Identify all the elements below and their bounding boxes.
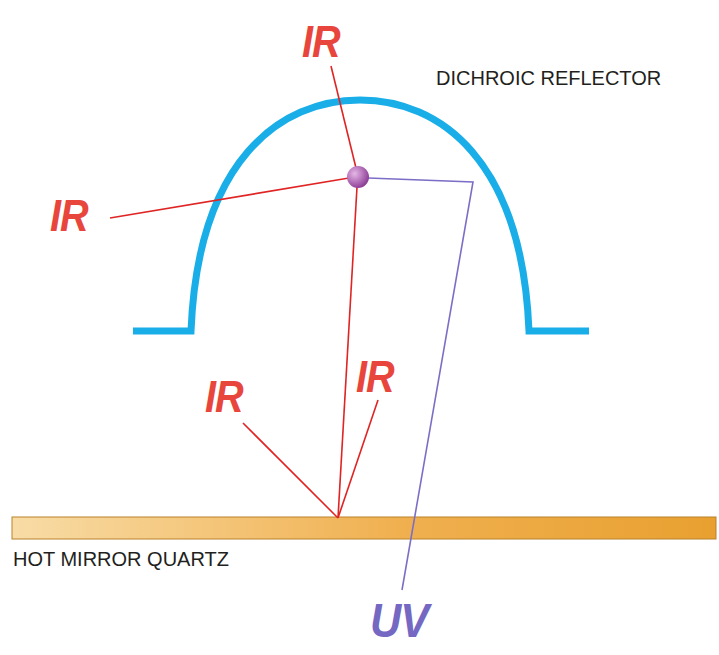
lamp-bulb <box>347 166 369 188</box>
ray-label: IR <box>356 355 394 399</box>
ir-rays <box>110 66 378 518</box>
ray-label: IR <box>302 20 340 64</box>
dichroic-reflector <box>133 100 589 331</box>
ray-label: IR <box>205 375 243 419</box>
hot-mirror-plate <box>12 517 716 539</box>
part-label: DICHROIC REFLECTOR <box>436 67 662 89</box>
part-label: HOT MIRROR QUARTZ <box>13 548 229 570</box>
ray-label: UV <box>370 597 428 645</box>
ray-label: IR <box>50 194 88 238</box>
